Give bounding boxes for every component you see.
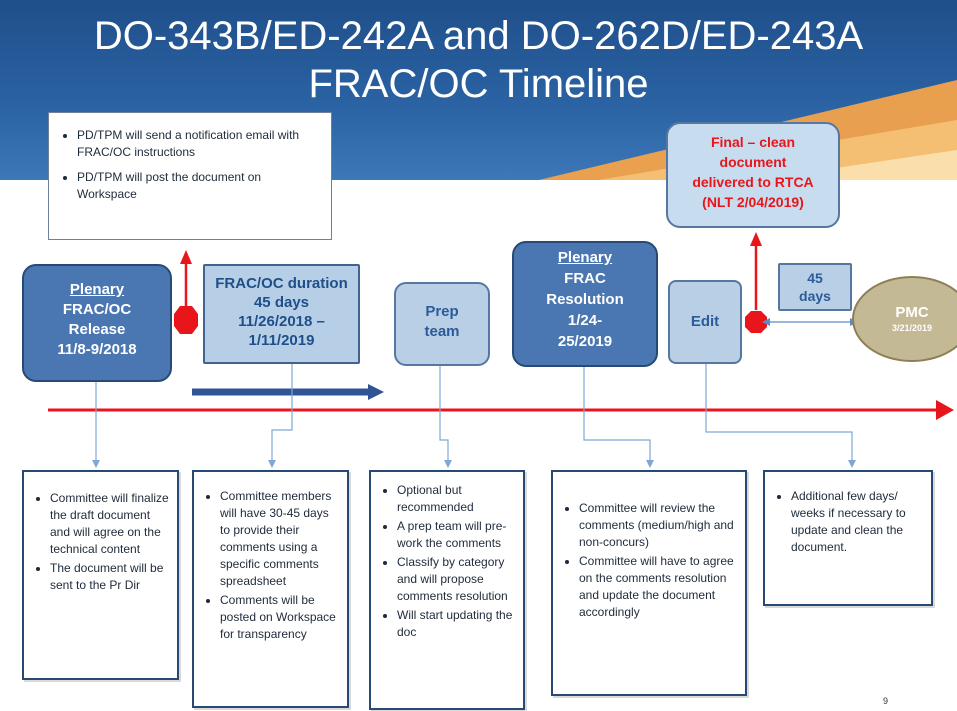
final-line4: (NLT 2/04/2019) xyxy=(702,194,804,210)
detail-item: Additional few days/ weeks if necessary … xyxy=(791,488,923,556)
final-line1: Final – clean xyxy=(710,134,796,150)
plenary-frac-line4: 1/24- xyxy=(567,312,603,329)
page-number: 9 xyxy=(883,696,889,706)
detail-item: Committee will have to agree on the comm… xyxy=(579,553,735,621)
plenary-release-line2: FRAC/OC xyxy=(62,301,132,318)
days45-line2: days xyxy=(799,288,831,304)
note-item: PD/TPM will send a notification email wi… xyxy=(77,127,321,161)
frac-duration-box: FRAC/OC duration 45 days 11/26/2018 – 1/… xyxy=(203,264,360,364)
title-line-1: DO-343B/ED-242A and DO-262D/ED-243A xyxy=(93,14,864,58)
final-line2: document xyxy=(719,154,787,170)
plenary-release-date: 11/8-9/2018 xyxy=(57,341,137,358)
plenary-release-line3: Release xyxy=(68,321,126,338)
page-title: DO-343B/ED-242A and DO-262D/ED-243A FRAC… xyxy=(0,12,957,108)
detail-item: A prep team will pre-work the comments xyxy=(397,518,515,552)
title-line-2: FRAC/OC Timeline xyxy=(308,62,649,106)
edit-box: Edit xyxy=(668,280,742,364)
days45-line1: 45 xyxy=(807,270,823,286)
prep-team-line2: team xyxy=(424,323,460,340)
pmc-date: 3/21/2019 xyxy=(891,323,933,333)
detail-item: Committee will finalize the draft docume… xyxy=(50,490,169,558)
prep-team-box: Prep team xyxy=(394,282,490,366)
plenary-frac-line5: 25/2019 xyxy=(557,333,613,350)
detail-resolution: Committee will review the comments (medi… xyxy=(551,470,747,696)
note-item: PD/TPM will post the document on Workspa… xyxy=(77,169,321,203)
frac-duration-line1: FRAC/OC duration xyxy=(215,275,348,292)
pmc-ellipse: PMC 3/21/2019 xyxy=(852,276,957,362)
detail-duration: Committee members will have 30-45 days t… xyxy=(192,470,349,708)
detail-item: Committee will review the comments (medi… xyxy=(579,500,735,551)
plenary-frac-line2: FRAC xyxy=(564,270,606,287)
edit-label: Edit xyxy=(690,313,720,330)
final-delivery-box: Final – clean document delivered to RTCA… xyxy=(666,122,840,228)
final-line3: delivered to RTCA xyxy=(692,174,814,190)
detail-item: Committee members will have 30-45 days t… xyxy=(220,488,339,590)
plenary-frac-line3: Resolution xyxy=(546,291,624,308)
detail-prep: Optional but recommended A prep team wil… xyxy=(369,470,525,710)
detail-item: Optional but recommended xyxy=(397,482,515,516)
detail-item: Will start updating the doc xyxy=(397,607,515,641)
pmc-label: PMC xyxy=(895,304,929,321)
detail-edit: Additional few days/ weeks if necessary … xyxy=(763,470,933,606)
plenary-release-box: Plenary FRAC/OC Release 11/8-9/2018 xyxy=(22,264,172,382)
plenary-frac-box: Plenary FRAC Resolution 1/24- 25/2019 xyxy=(512,241,658,367)
detail-item: Comments will be posted on Workspace for… xyxy=(220,592,339,643)
detail-release: Committee will finalize the draft docume… xyxy=(22,470,179,680)
prep-team-line1: Prep xyxy=(425,303,459,320)
frac-duration-line2: 45 days xyxy=(253,294,310,311)
frac-duration-line3: 11/26/2018 – xyxy=(238,313,325,330)
frac-duration-line4: 1/11/2019 xyxy=(248,332,315,349)
detail-item: Classify by category and will propose co… xyxy=(397,554,515,605)
detail-item: The document will be sent to the Pr Dir xyxy=(50,560,169,594)
plenary-frac-heading: Plenary xyxy=(557,249,613,266)
notification-note: PD/TPM will send a notification email wi… xyxy=(48,112,332,240)
days45-box: 45 days xyxy=(778,263,852,311)
plenary-release-heading: Plenary xyxy=(69,281,125,298)
